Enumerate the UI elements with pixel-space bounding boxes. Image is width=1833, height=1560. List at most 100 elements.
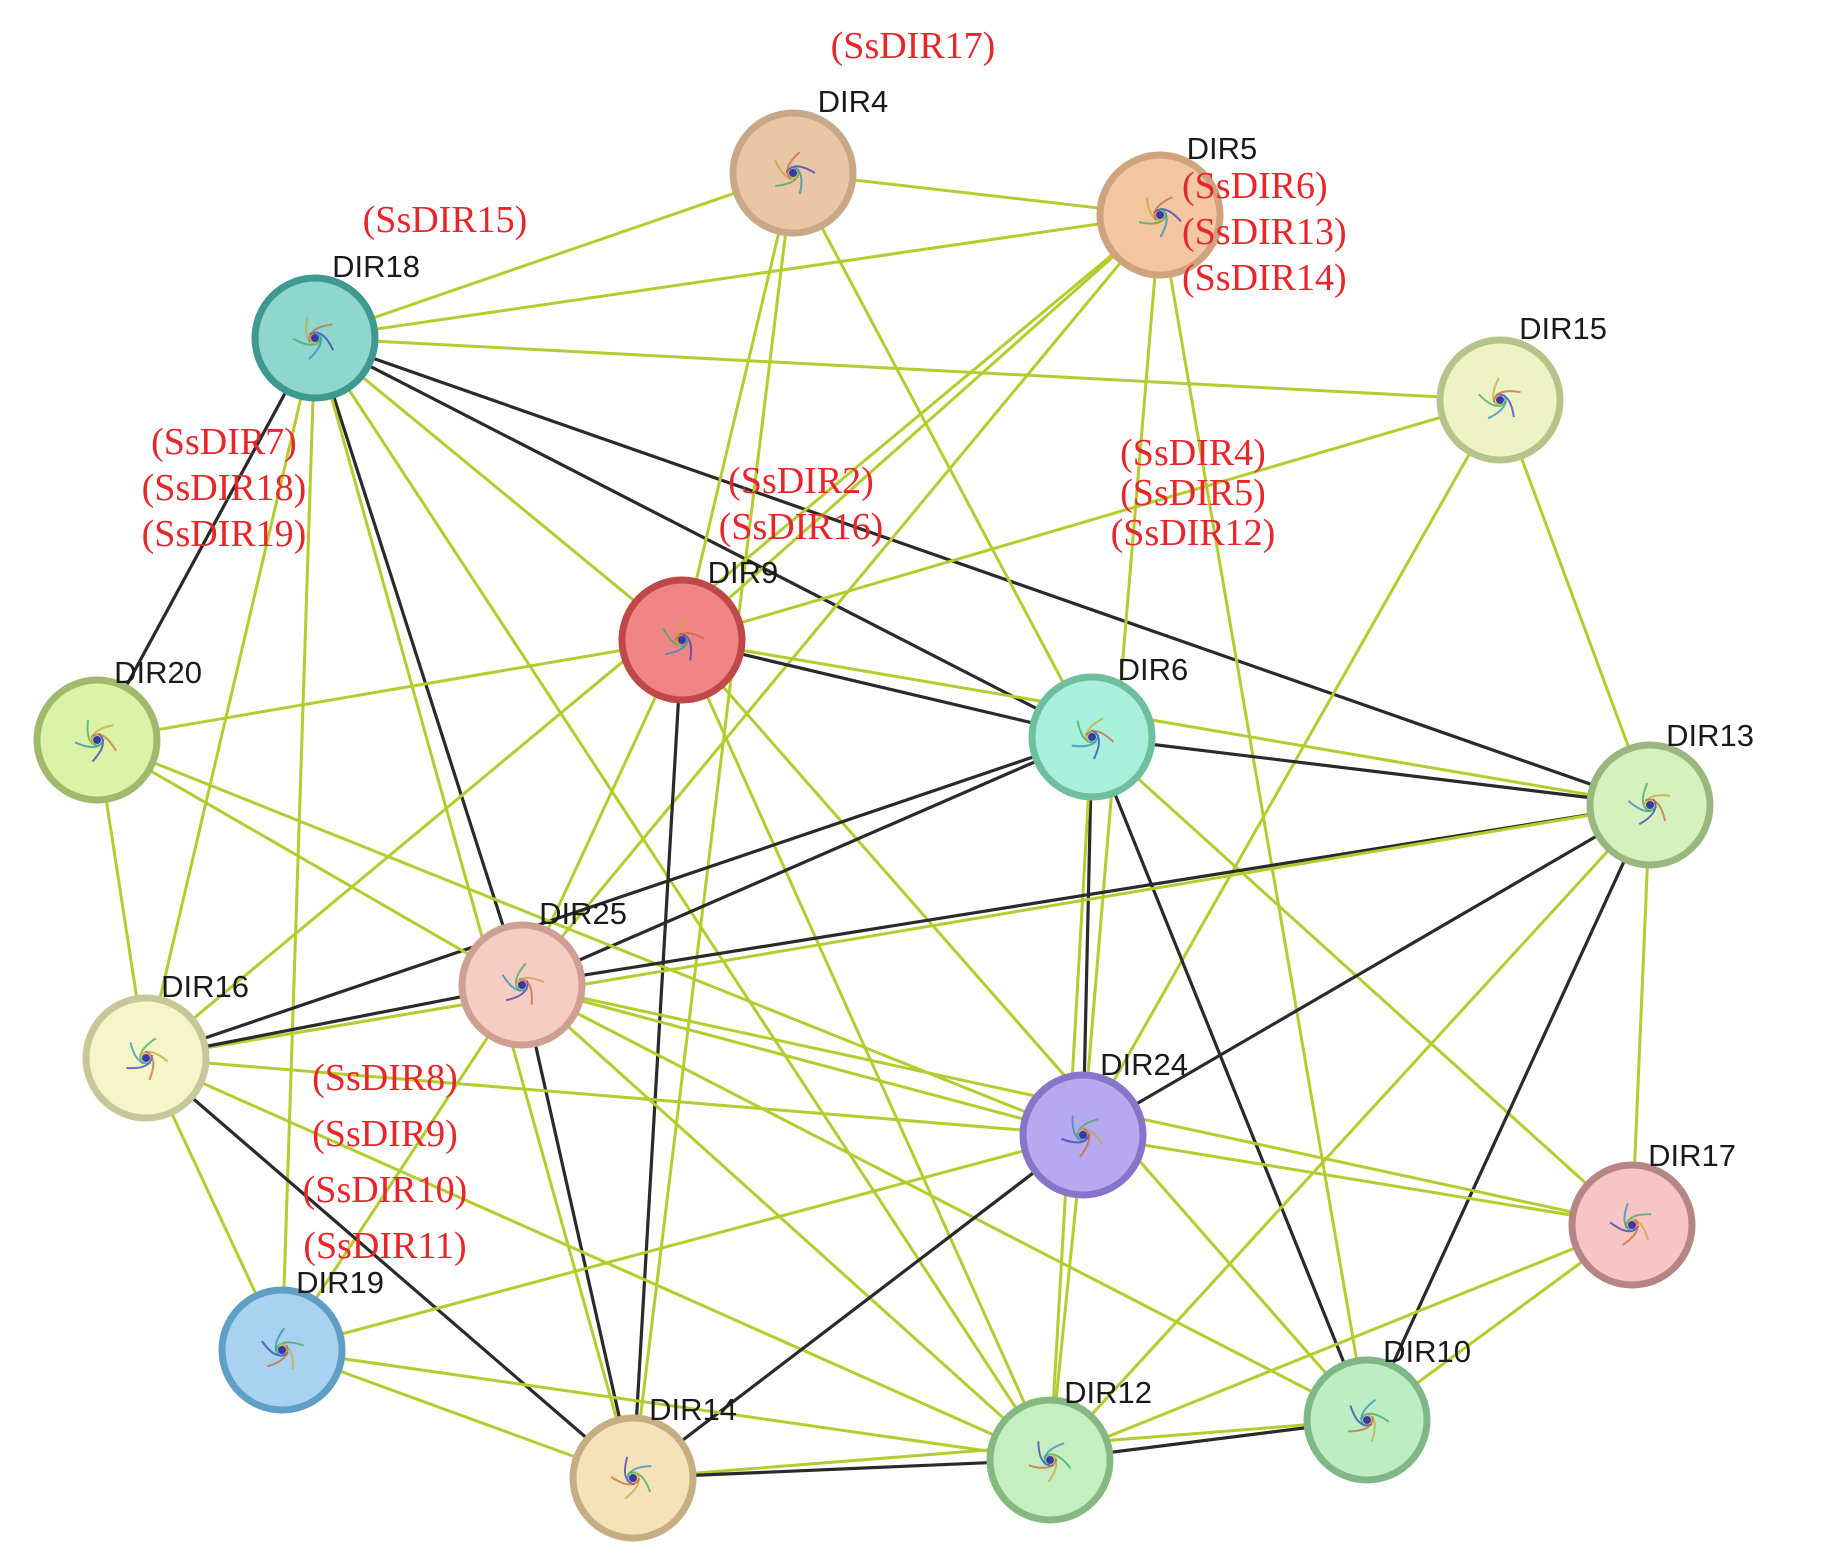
node-dir17[interactable]	[1568, 1161, 1696, 1289]
node-dir4[interactable]	[729, 109, 857, 237]
node-label: DIR9	[708, 555, 779, 590]
structure-strand	[90, 724, 114, 745]
structure-strand	[139, 1037, 157, 1065]
structure-strand	[144, 1050, 155, 1081]
structure-core	[678, 636, 686, 644]
structure-core	[1496, 396, 1504, 404]
edge-dir15-dir9	[680, 398, 1502, 642]
edge-dir5-dir25	[520, 213, 1162, 987]
structure-strand	[1622, 1218, 1639, 1246]
edge-dir16-dir12	[144, 1056, 1052, 1462]
edge-dir9-dir20	[95, 638, 684, 742]
structure-strand	[308, 323, 333, 343]
node-dir18[interactable]	[251, 274, 379, 402]
node-label: DIR18	[332, 249, 420, 284]
structure-strand	[1076, 1128, 1104, 1146]
node-dir16[interactable]	[82, 994, 210, 1122]
structure-strand	[308, 330, 322, 360]
structure-strand	[1623, 1203, 1634, 1233]
structure-strand	[1076, 1118, 1099, 1141]
edge-dir18-dir4	[313, 171, 795, 340]
node-dir25[interactable]	[458, 921, 586, 1049]
structure-strand	[1043, 1453, 1072, 1469]
edge-dir13-dir10	[1365, 803, 1652, 1422]
protein-structure-icon	[1627, 782, 1671, 826]
node-dir13[interactable]	[1586, 741, 1714, 869]
structure-strand	[90, 733, 117, 752]
edge-dir9-dir10	[680, 638, 1369, 1422]
edge-dir9-dir14	[631, 638, 684, 1480]
edge-dir12-dir14	[631, 1458, 1052, 1480]
ss-label: (SsDIR15)	[363, 199, 528, 241]
edge-dir18-dir14	[313, 336, 635, 1480]
structure-strand	[1071, 1115, 1087, 1142]
edge-dir13-dir16	[144, 803, 1652, 1060]
node-dir14[interactable]	[569, 1414, 697, 1542]
edge-dir6-dir25	[520, 735, 1094, 987]
ss-label: (SsDIR2)	[728, 460, 874, 502]
ss-label: (SsDIR9)	[312, 1113, 458, 1155]
structure-strand	[86, 719, 100, 748]
node-dir5[interactable]	[1096, 151, 1224, 279]
structure-core	[311, 334, 319, 342]
structure-strand	[1076, 720, 1097, 744]
structure-strand	[1360, 1398, 1377, 1427]
protein-structure-icon	[1348, 1398, 1390, 1442]
structure-core	[93, 736, 101, 744]
structure-strand	[662, 627, 689, 647]
edge-dir18-dir20	[95, 336, 317, 742]
node-dir15[interactable]	[1436, 336, 1564, 464]
node-dir12[interactable]	[986, 1396, 1114, 1524]
structure-core	[629, 1474, 637, 1482]
edge-dir24-dir17	[1081, 1133, 1634, 1227]
structure-core	[789, 169, 797, 177]
node-dir19[interactable]	[218, 1286, 346, 1414]
node-label: DIR12	[1064, 1375, 1152, 1410]
structure-strand	[675, 617, 689, 648]
edge-dir25-dir24	[520, 983, 1085, 1137]
node-label: DIR14	[649, 1392, 737, 1427]
edge-dir6-dir16	[144, 735, 1094, 1060]
structure-strand	[1085, 717, 1104, 744]
protein-structure-icon	[610, 1456, 652, 1500]
edge-dir9-dir13	[680, 638, 1652, 807]
structure-strand	[514, 962, 527, 993]
structure-strand	[74, 738, 105, 748]
edge-dir13-dir17	[1630, 803, 1652, 1227]
node-dir6[interactable]	[1028, 673, 1156, 801]
structure-strand	[1625, 1213, 1652, 1229]
node-label: DIR24	[1100, 1047, 1188, 1082]
structure-core	[518, 981, 526, 989]
edge-dir18-dir25	[313, 336, 524, 987]
ss-label: (SsDIR4)	[1120, 432, 1266, 474]
edge-dir5-dir24	[1081, 213, 1162, 1137]
structure-core	[1628, 1221, 1636, 1229]
edge-dir15-dir24	[1081, 398, 1502, 1137]
edge-dir25-dir19	[280, 983, 524, 1352]
structure-strand	[1478, 393, 1508, 407]
structure-strand	[292, 337, 323, 346]
node-dir20[interactable]	[33, 676, 161, 804]
edge-dir17-dir12	[1048, 1223, 1634, 1462]
structure-strand	[1348, 1416, 1374, 1433]
structure-strand	[1645, 798, 1666, 822]
structure-strand	[1071, 734, 1100, 748]
structure-strand	[1153, 196, 1174, 221]
structure-strand	[1138, 212, 1168, 225]
protein-structure-icon	[1609, 1203, 1652, 1246]
structure-strand	[1365, 1412, 1376, 1442]
node-dir9[interactable]	[618, 576, 746, 704]
node-dir10[interactable]	[1303, 1356, 1431, 1484]
structure-strand	[1047, 1452, 1058, 1483]
structure-core	[142, 1054, 150, 1062]
edge-dir9-dir12	[680, 638, 1052, 1462]
node-label: DIR5	[1187, 131, 1258, 166]
edge-dir25-dir16	[144, 983, 524, 1060]
node-label: DIR15	[1519, 311, 1607, 346]
node-dir24[interactable]	[1019, 1071, 1147, 1199]
structure-strand	[1028, 1458, 1058, 1469]
structure-strand	[674, 632, 705, 641]
structure-strand	[274, 1341, 304, 1352]
edge-dir18-dir6	[313, 336, 1094, 739]
